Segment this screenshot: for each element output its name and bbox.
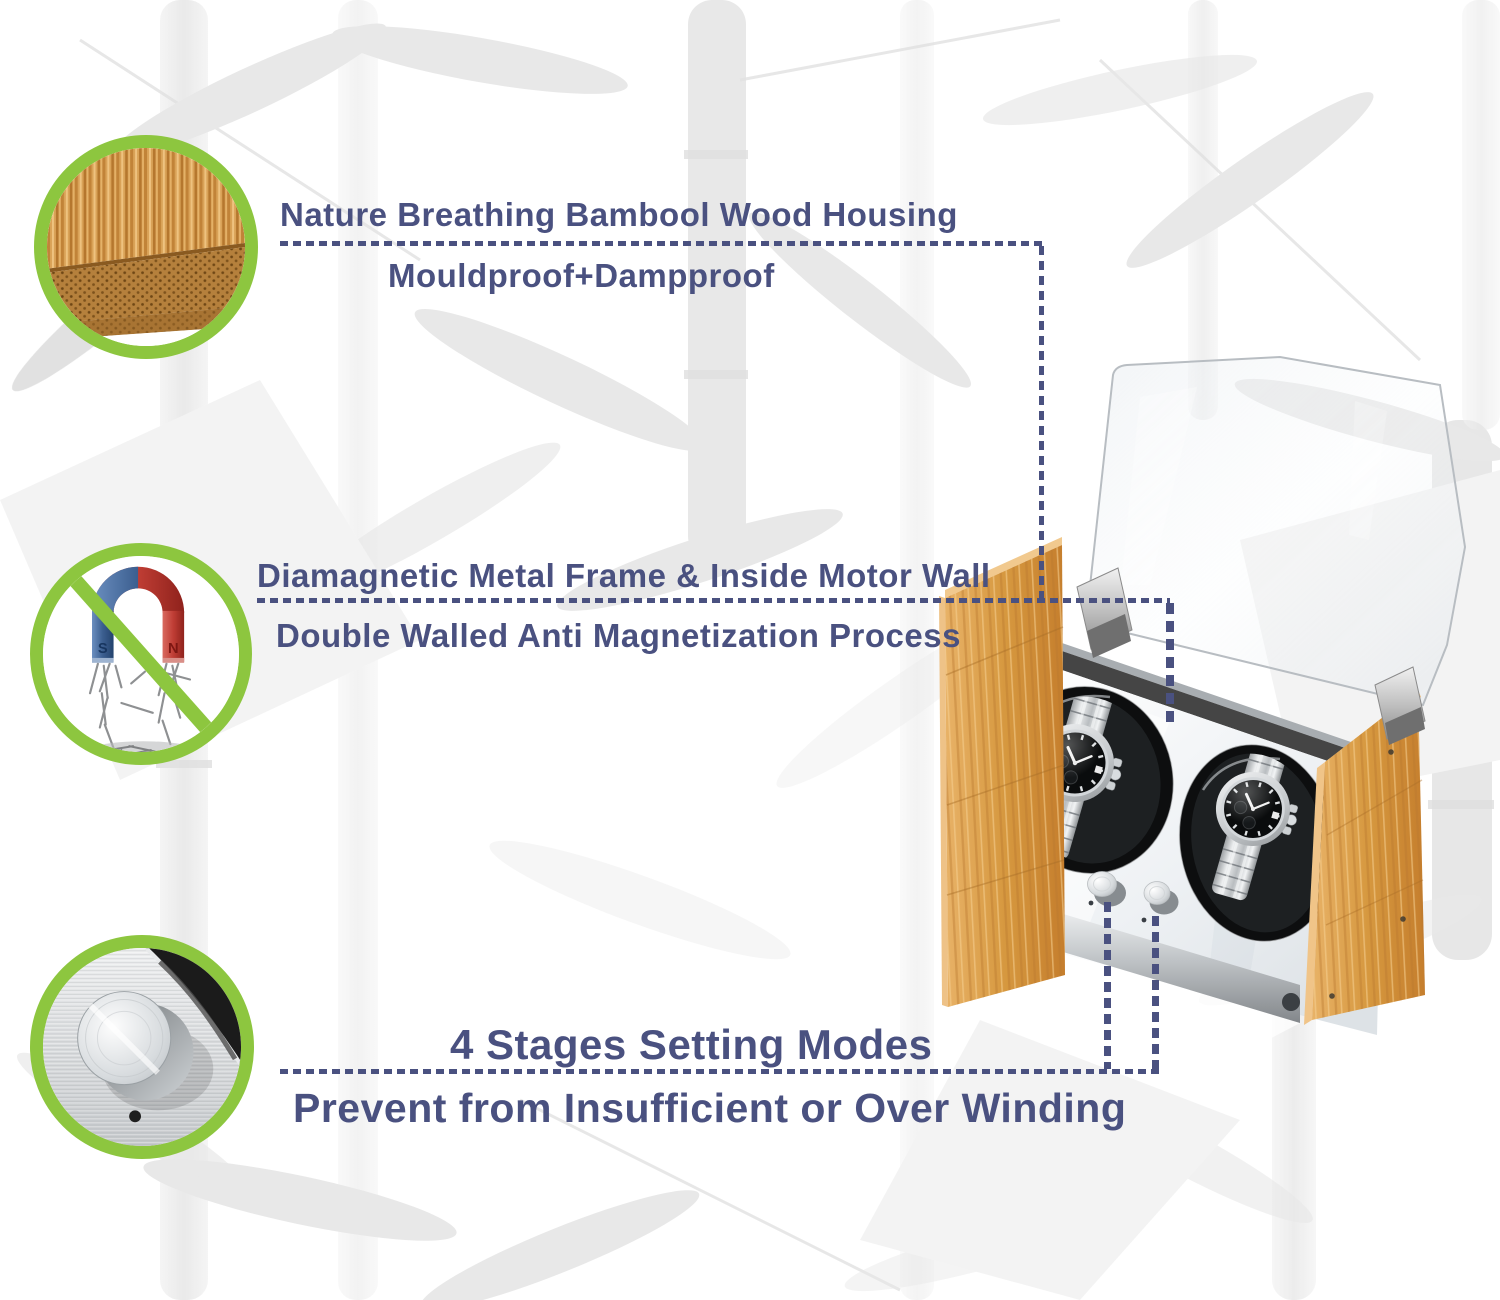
connector-line-knob-right [1152, 916, 1159, 1069]
no-magnet-icon: S N [43, 556, 239, 752]
setting-knob-left [1087, 871, 1126, 907]
connector-line-callout1-vertical [1039, 246, 1044, 602]
product-photo-watch-winder [939, 355, 1467, 1057]
indicator-dot-right [1141, 917, 1147, 923]
callout3-title: 4 Stages Setting Modes [450, 1021, 933, 1068]
connector-line-callout1-horizontal [280, 241, 1043, 246]
acrylic-lid [1084, 355, 1467, 707]
callout1-title: Nature Breathing Bambool Wood Housing [280, 196, 958, 233]
prohibition-slash-icon [62, 566, 221, 744]
connector-line-callout2-horizontal [257, 598, 1170, 603]
callout1-subtitle: Mouldproof+Dampproof [388, 257, 775, 294]
screw-hole-icon [129, 1110, 142, 1123]
hinge-clip-left [1076, 567, 1133, 658]
hinge-clip-right [1374, 666, 1426, 745]
callout2-photo-no-magnet: S N [30, 543, 252, 765]
callout1-photo-bamboo-texture [34, 135, 258, 359]
magnet-south-label: S [98, 641, 108, 657]
nails-icon [88, 662, 192, 750]
callout3-photo-setting-knob [30, 935, 254, 1159]
indicator-dot-left [1088, 900, 1094, 906]
setting-knob-right [1143, 881, 1179, 915]
connector-line-callout2-vertical [1166, 603, 1174, 729]
connector-line-knob-left [1104, 902, 1111, 1069]
bamboo-panel-left [939, 537, 1065, 1007]
bamboo-texture-icon [47, 148, 245, 346]
magnet-north-label: N [168, 641, 179, 657]
setting-knob-icon [43, 948, 241, 1146]
callout3-subtitle: Prevent from Insufficient or Over Windin… [293, 1085, 1127, 1131]
callout2-title: Diamagnetic Metal Frame & Inside Motor W… [257, 557, 991, 594]
connector-line-callout3-horizontal [280, 1069, 1160, 1074]
callout2-subtitle: Double Walled Anti Magnetization Process [276, 617, 961, 654]
top-rail [1062, 651, 1383, 780]
top-rail-lip [1062, 643, 1383, 761]
